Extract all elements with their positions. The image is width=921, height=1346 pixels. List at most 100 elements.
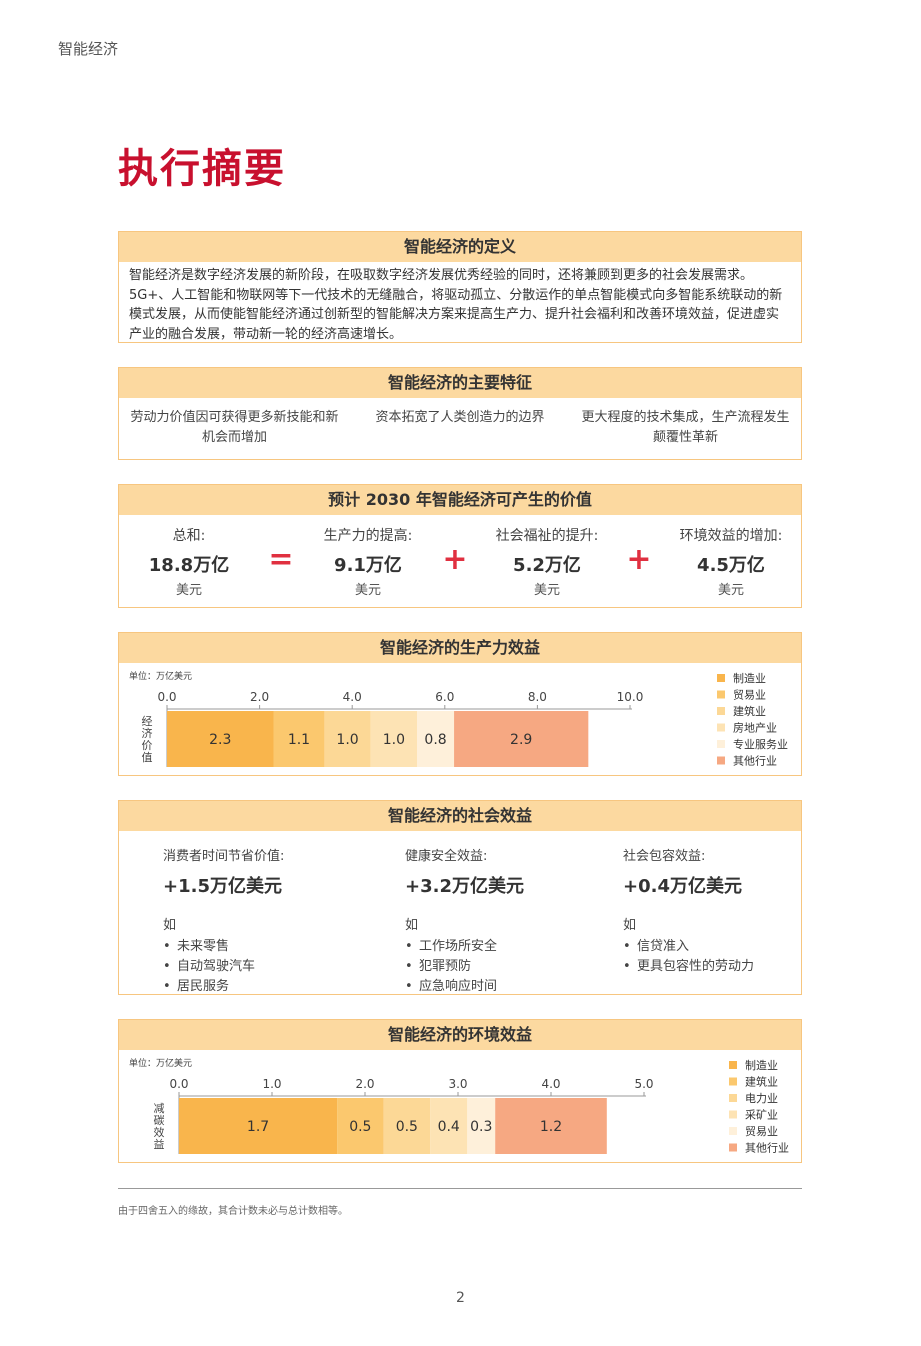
value-label: 环境效益的增加:: [679, 528, 783, 544]
legend-swatch: [729, 1094, 737, 1102]
value-environment: 环境效益的增加: 4.5万亿 美元: [661, 525, 801, 598]
legend-swatch: [729, 1127, 737, 1135]
data-label: 1.2: [540, 1119, 562, 1135]
legend-swatch: [717, 740, 725, 748]
legend-swatch: [717, 690, 725, 699]
list-item: 居民服务: [163, 977, 405, 997]
tick-label: 4.0: [541, 1077, 560, 1091]
feature-labor: 劳动力价值因可获得更多新技能和新机会而增加: [130, 410, 339, 445]
legend-label: 制造业: [733, 671, 766, 685]
value-number: 4.5万亿: [697, 555, 765, 576]
value-box: 预计 2030 年智能经济可产生的价值 总和: 18.8万亿 美元 = 生产力的…: [118, 484, 802, 608]
page-number: 2: [456, 1290, 465, 1306]
legend-label: 采矿业: [745, 1109, 778, 1122]
plus-sign: +: [442, 542, 468, 577]
feature-technology: 更大程度的技术集成，生产流程发生颠覆性革新: [581, 410, 790, 445]
value-number: 9.1万亿: [334, 555, 402, 576]
page-title: 执行摘要: [118, 146, 286, 192]
data-label: 1.0: [383, 732, 405, 748]
definition-heading: 智能经济的定义: [119, 232, 801, 262]
social-example-label: 如: [163, 918, 177, 933]
list-item: 自动驾驶汽车: [163, 957, 405, 977]
bar-segment: [167, 711, 274, 767]
bar-segment: [370, 711, 418, 767]
data-label: 0.8: [424, 732, 446, 748]
data-label: 1.7: [247, 1119, 269, 1135]
data-label: 2.9: [510, 732, 532, 748]
features-box: 智能经济的主要特征 劳动力价值因可获得更多新技能和新机会而增加 资本拓宽了人类创…: [118, 367, 802, 460]
unit-label: 单位：万亿美元: [129, 1057, 192, 1069]
legend-label: 专业服务业: [733, 737, 788, 751]
unit-label: 单位：万亿美元: [129, 670, 192, 682]
bar-segment: [467, 1098, 496, 1154]
social-health-column: 健康安全效益: +3.2万亿美元 如 工作场所安全 犯罪预防 应急响应时间: [405, 845, 623, 997]
bar-segment: [495, 1098, 607, 1154]
social-inclusion-column: 社会包容效益: +0.4万亿美元 如 信贷准入 更具包容性的劳动力: [623, 845, 793, 997]
bar-segment: [273, 711, 325, 767]
list-item: 信贷准入: [623, 937, 793, 957]
environment-heading: 智能经济的环境效益: [119, 1020, 801, 1050]
social-label: 消费者时间节省价值:: [163, 849, 285, 864]
y-axis-label: 经济价值: [142, 715, 153, 764]
value-unit: 美元: [354, 583, 381, 598]
legend-swatch: [729, 1061, 737, 1069]
data-label: 0.5: [349, 1119, 371, 1135]
social-label: 社会包容效益:: [623, 849, 706, 864]
bar-segment: [430, 1098, 468, 1154]
legend-swatch: [729, 1110, 737, 1119]
value-unit: 美元: [175, 583, 202, 598]
social-value: +3.2万亿美元: [405, 876, 524, 897]
data-label: 2.3: [209, 732, 231, 748]
productivity-heading: 智能经济的生产力效益: [119, 633, 801, 663]
legend-swatch: [717, 674, 725, 682]
legend-label: 贸易业: [745, 1125, 778, 1138]
social-consumer-column: 消费者时间节省价值: +1.5万亿美元 如 未来零售 自动驾驶汽车 居民服务: [163, 845, 405, 997]
footnote-divider: [118, 1188, 802, 1189]
legend-label: 房地产业: [733, 721, 777, 735]
bar-segment: [454, 711, 589, 767]
definition-text: 智能经济是数字经济发展的新阶段，在吸取数字经济发展优秀经验的同时，还将兼顾到更多…: [129, 268, 783, 342]
value-unit: 美元: [717, 583, 744, 598]
tick-label: 2.0: [355, 1077, 374, 1091]
tick-label: 5.0: [634, 1077, 653, 1091]
value-total: 总和: 18.8万亿 美元: [119, 525, 259, 598]
legend-swatch: [717, 707, 725, 715]
social-value: +0.4万亿美元: [623, 876, 742, 897]
legend-label: 制造业: [745, 1058, 778, 1072]
tick-label: 0.0: [169, 1077, 188, 1091]
legend-label: 贸易业: [733, 689, 766, 702]
legend-label: 建筑业: [745, 1075, 778, 1089]
footnote: 由于四舍五入的缘故，其合计数未必与总计数相等。: [118, 1206, 348, 1217]
list-item: 应急响应时间: [405, 977, 623, 997]
value-number: 18.8万亿: [148, 555, 230, 576]
data-label: 1.0: [336, 732, 358, 748]
social-heading: 智能经济的社会效益: [119, 801, 801, 831]
value-label: 社会福祉的提升:: [495, 528, 599, 544]
list-item: 犯罪预防: [405, 957, 623, 977]
legend-swatch: [729, 1077, 737, 1086]
value-welfare: 社会福祉的提升: 5.2万亿 美元: [477, 525, 617, 598]
social-box: 智能经济的社会效益 消费者时间节省价值: +1.5万亿美元 如 未来零售 自动驾…: [118, 800, 802, 997]
tick-label: 10.0: [617, 690, 644, 704]
plus-sign: +: [626, 542, 652, 577]
social-example-label: 如: [623, 918, 637, 933]
tick-label: 1.0: [262, 1077, 281, 1091]
tick-label: 8.0: [528, 690, 547, 704]
legend-label: 建筑业: [733, 704, 766, 718]
list-item: 工作场所安全: [405, 937, 623, 957]
data-label: 0.5: [396, 1119, 418, 1135]
value-label: 生产力的提高:: [323, 528, 413, 544]
value-label: 总和:: [172, 528, 206, 544]
features-heading: 智能经济的主要特征: [119, 368, 801, 398]
definition-box: 智能经济的定义 智能经济是数字经济发展的新阶段，在吸取数字经济发展优秀经验的同时…: [118, 231, 802, 343]
bar-segment: [383, 1098, 431, 1154]
value-productivity: 生产力的提高: 9.1万亿 美元: [303, 525, 433, 598]
social-label: 健康安全效益:: [405, 849, 488, 864]
data-label: 0.4: [438, 1119, 460, 1135]
tick-label: 4.0: [343, 690, 362, 704]
legend-label: 其他行业: [733, 755, 777, 768]
